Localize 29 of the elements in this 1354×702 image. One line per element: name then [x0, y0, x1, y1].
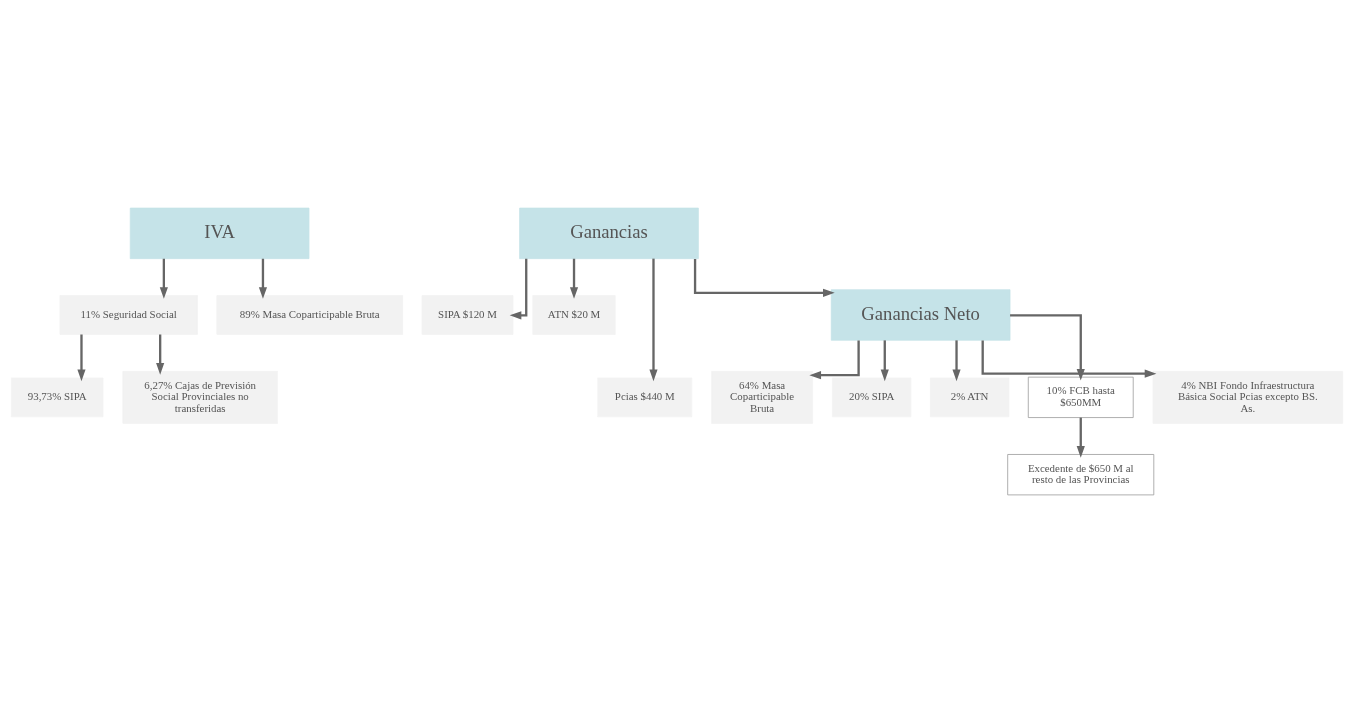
node-box: 11% Seguridad Social	[59, 294, 198, 335]
node-box: 10% FCB hasta $650MM	[1027, 376, 1134, 418]
arrow	[258, 258, 268, 299]
node-box: Pcias $440 M	[597, 377, 693, 417]
arrow	[159, 258, 168, 299]
node-box: 20% SIPA	[832, 377, 912, 417]
node-box: Ganancias	[519, 207, 699, 259]
node-box: ATN $20 M	[532, 294, 616, 335]
node-box: 93,73% SIPA	[10, 377, 104, 417]
node-box: 2% ATN	[929, 377, 1010, 417]
node-box: SIPA $120 M	[421, 294, 514, 335]
arrow	[77, 334, 86, 381]
node-box: 64% Masa Coparticipable Bruta	[711, 370, 813, 424]
arrow	[693, 258, 835, 297]
arrow	[569, 258, 579, 299]
node-box: IVA	[129, 207, 310, 259]
node-box: Excedente de $650 M al resto de las Provincias	[1007, 453, 1155, 495]
arrow	[880, 339, 889, 381]
arrow	[952, 339, 961, 381]
arrow	[1076, 417, 1085, 458]
node-box: 6,27% Cajas de Previsión Social Provinciales no transferidas	[122, 370, 278, 424]
node-box: 4% NBI Fondo Infraestructura Básica Social Pcias excepto BS. As.	[1152, 370, 1344, 424]
arrow	[156, 334, 165, 375]
node-box: Ganancias Neto	[830, 288, 1011, 341]
arrow	[981, 340, 1157, 378]
arrow	[809, 340, 860, 379]
arrow	[649, 258, 658, 381]
node-box: 89% Masa Coparticipable Bruta	[216, 294, 404, 335]
arrow	[509, 258, 528, 319]
